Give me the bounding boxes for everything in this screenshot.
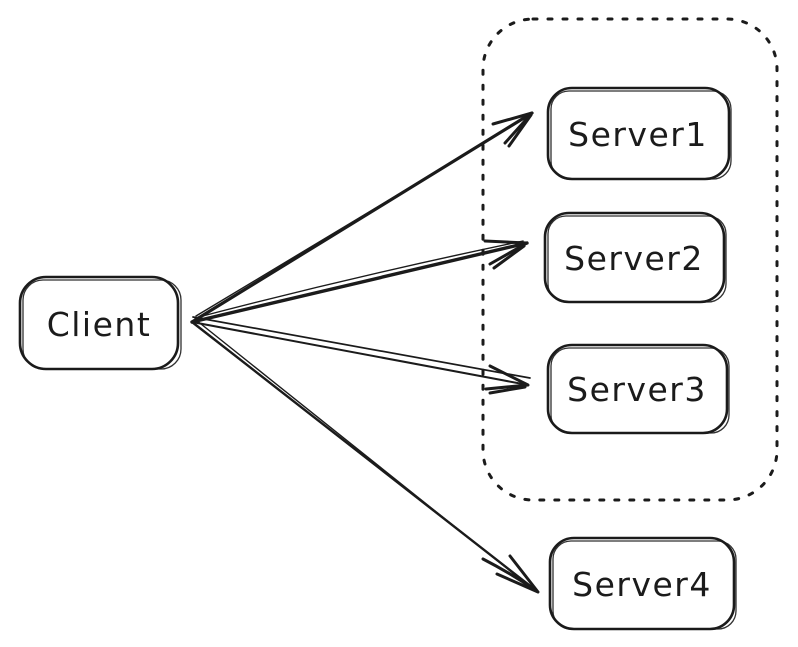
node-server1: Server1	[546, 86, 732, 181]
node-box-sketch-echo	[22, 279, 182, 370]
node-box-sketch-echo	[550, 90, 732, 180]
arrowhead-sketch-echo	[507, 113, 533, 148]
edge-line-sketch-echo	[195, 116, 528, 317]
server-group-dotted-border	[481, 17, 779, 502]
arrowhead-sketch-echo	[481, 557, 537, 592]
node-box-sketch-echo	[547, 215, 727, 303]
edge-line	[190, 241, 529, 324]
edge-client-server3	[191, 316, 531, 395]
node-box-sketch-echo	[550, 347, 730, 434]
arrowhead-icon	[484, 364, 530, 391]
edge-client-server2	[190, 239, 529, 324]
node-server3: Server3	[546, 343, 730, 435]
edge-line	[191, 321, 529, 386]
node-label-client: Client	[47, 305, 152, 344]
edge-client-server1	[190, 111, 534, 324]
arrowhead-sketch-echo	[488, 385, 527, 395]
edge-line-sketch-echo	[194, 240, 524, 319]
node-client: Client	[18, 275, 182, 371]
node-server4: Server4	[548, 536, 737, 631]
edge-line-sketch-echo	[195, 319, 535, 591]
node-label-server4: Server4	[572, 565, 712, 604]
arrowhead-icon	[491, 111, 534, 145]
arrowhead-icon	[483, 239, 529, 266]
node-server2: Server2	[543, 211, 727, 304]
node-label-server3: Server3	[567, 370, 707, 409]
node-label-server2: Server2	[564, 239, 704, 278]
edge-client-server4	[190, 319, 540, 594]
arrowhead-sketch-echo	[492, 244, 526, 270]
arrowhead-icon	[495, 554, 540, 594]
node-box-sketch-echo	[552, 540, 737, 630]
edge-line-sketch-echo	[192, 316, 531, 379]
node-label-server1: Server1	[568, 115, 708, 154]
